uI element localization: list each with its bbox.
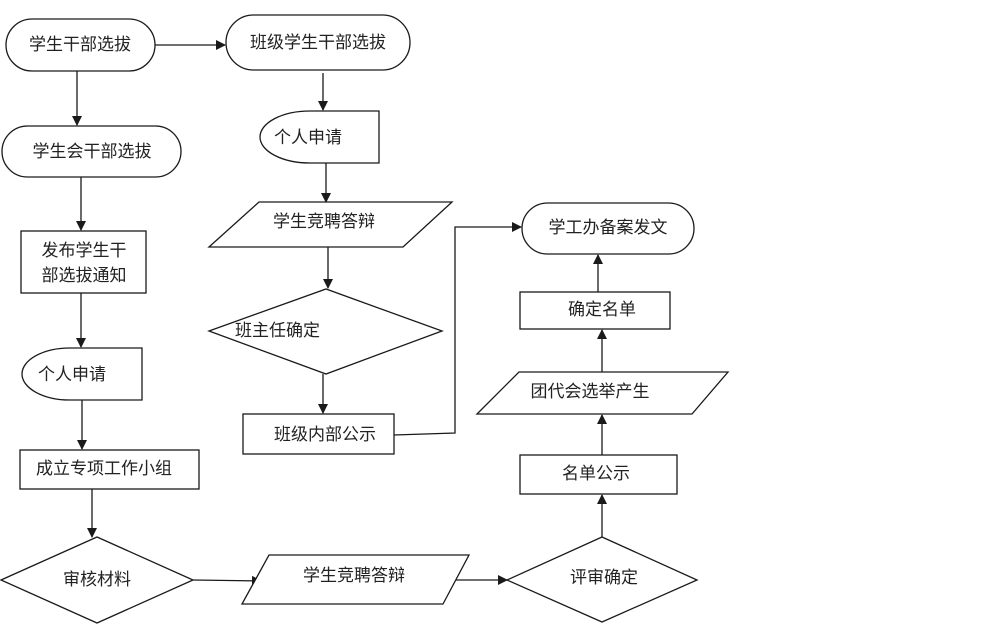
node-label: 学生竞聘答辩 xyxy=(303,566,405,586)
node-label: 学生会干部选拔 xyxy=(33,142,152,162)
node-label: 个人申请 xyxy=(38,365,106,385)
node-publish-notice: 发布学生干 部选拔通知 xyxy=(20,230,147,294)
node-label: 学生干部选拔 xyxy=(29,35,131,55)
node-mid-personal-application: 个人申请 xyxy=(259,110,380,164)
node-mid-debate: 学生竞聘答辩 xyxy=(207,201,454,248)
node-label: 学工办备案发文 xyxy=(549,218,668,238)
node-head-teacher-confirm: 班主任确定 xyxy=(207,288,444,375)
connectors xyxy=(72,40,607,586)
node-confirm-list: 确定名单 xyxy=(519,291,671,330)
node-student-cadre-selection: 学生干部选拔 xyxy=(5,18,156,72)
node-label: 名单公示 xyxy=(562,464,630,484)
node-union-cadre-selection: 学生会干部选拔 xyxy=(1,125,182,178)
node-class-cadre-selection: 班级学生干部选拔 xyxy=(225,14,411,71)
arrow xyxy=(393,222,522,436)
node-left-personal-application: 个人申请 xyxy=(21,347,143,401)
node-label: 发布学生干 xyxy=(42,241,127,261)
node-review-materials: 审核材料 xyxy=(0,536,195,624)
node-review-confirm: 评审确定 xyxy=(505,536,699,623)
node-form-working-group: 成立专项工作小组 xyxy=(19,449,200,490)
arrow xyxy=(192,575,262,586)
node-label: 班级学生干部选拔 xyxy=(250,33,386,53)
node-label: 评审确定 xyxy=(570,568,638,588)
node-label: 成立专项工作小组 xyxy=(36,459,172,479)
node-label: 确定名单 xyxy=(568,300,636,320)
node-league-election: 团代会选举产生 xyxy=(475,371,730,415)
node-label: 班主任确定 xyxy=(235,321,320,341)
node-bottom-debate: 学生竞聘答辩 xyxy=(240,554,471,605)
node-class-publicity: 班级内部公示 xyxy=(242,413,395,455)
node-list-publicity: 名单公示 xyxy=(519,454,678,495)
node-filing-document: 学工办备案发文 xyxy=(521,202,695,255)
node-label: 班级内部公示 xyxy=(274,425,376,445)
node-label: 学生竞聘答辩 xyxy=(273,212,375,232)
node-label: 个人申请 xyxy=(274,128,342,148)
node-label: 团代会选举产生 xyxy=(531,382,650,402)
node-label: 审核材料 xyxy=(63,570,131,590)
node-label: 部选拔通知 xyxy=(42,266,127,286)
